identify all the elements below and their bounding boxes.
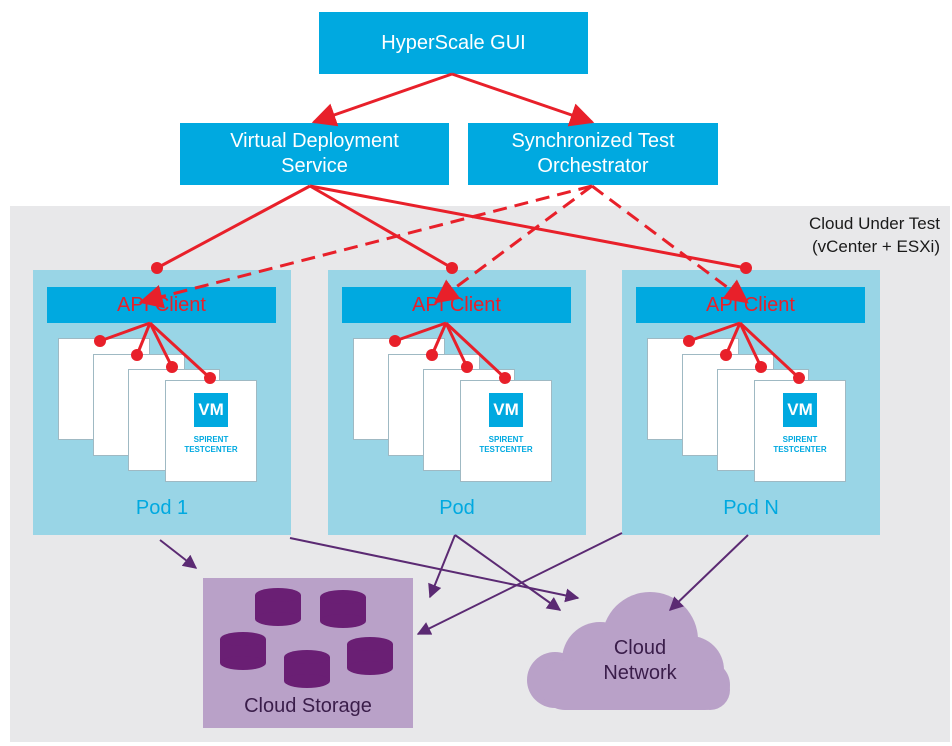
connection-dot [740, 262, 752, 274]
vm-caption-line2: TESTCENTER [773, 445, 827, 454]
vm-caption: SPIRENT TESTCENTER [166, 435, 256, 455]
api-to-vm-lines [99, 321, 801, 380]
vm-icon: VM [194, 393, 228, 427]
pod-1-label: Pod 1 [135, 497, 189, 519]
vm-icon: VM [783, 393, 817, 427]
vds-connection-dots [151, 262, 752, 274]
disk-icon [320, 590, 366, 628]
pod-n-api-client: API Client [636, 287, 865, 323]
synchronized-test-orchestrator-label: Synchronized Test Orchestrator [511, 130, 675, 177]
gui-to-sto-arrow [451, 72, 595, 127]
synchronized-test-orchestrator-box: Synchronized Test Orchestrator [468, 123, 718, 185]
vm-icon: VM [489, 393, 523, 427]
pod-n-vm-card-4: VM SPIRENT TESTCENTER [754, 380, 846, 482]
sto-to-pod1-arrow [138, 184, 593, 309]
disk-icon [255, 588, 301, 626]
disk-icon [220, 632, 266, 670]
vm-connection-dots [94, 335, 805, 384]
cloud-under-test-line2: (vCenter + ESXi) [811, 237, 940, 256]
cloud-under-test-label: Cloud Under Test (vCenter + ESXi) [700, 212, 940, 258]
vm-caption: SPIRENT TESTCENTER [755, 435, 845, 455]
pod-2-vm-card-4: VM SPIRENT TESTCENTER [460, 380, 552, 482]
virtual-deployment-service-label: Virtual Deployment Service [230, 130, 399, 177]
pod2-to-network-arrow [454, 534, 562, 611]
pod-1-vm-card-4: VM SPIRENT TESTCENTER [165, 380, 257, 482]
cloud-network-line2: Network [603, 662, 677, 684]
storage-network-arrows [159, 532, 749, 635]
vds-to-podn [309, 184, 747, 270]
vds-connections [156, 184, 747, 270]
vm-caption-line1: SPIRENT [488, 435, 524, 444]
podn-to-network-arrow [668, 534, 749, 611]
storage-disk-icons [220, 588, 393, 688]
vds-to-pod1 [156, 184, 311, 270]
pod-n-label: Pod N [723, 497, 779, 519]
cloud-network-line1: Cloud [613, 637, 667, 659]
hyperscale-gui-label: HyperScale GUI [381, 31, 526, 54]
cloud-network-label: Cloud Network [560, 636, 720, 686]
vm-caption-line2: TESTCENTER [184, 445, 238, 454]
disk-icon [284, 650, 330, 688]
gui-to-vds-arrow [311, 72, 453, 127]
pod-n: API Client VM SPIRENT TESTCENTER Pod N [622, 270, 880, 535]
pod-2-label: Pod [439, 497, 475, 519]
gui-connections [311, 72, 595, 127]
connection-dot [151, 262, 163, 274]
virtual-deployment-service-box: Virtual Deployment Service [180, 123, 449, 185]
vm-caption: SPIRENT TESTCENTER [461, 435, 551, 455]
disk-icon [347, 637, 393, 675]
vds-to-pod2 [309, 184, 453, 270]
hyperscale-gui-box: HyperScale GUI [319, 12, 588, 74]
cloud-under-test-line1: Cloud Under Test [808, 214, 940, 233]
sto-to-pod2-arrow [434, 184, 593, 304]
pod1-to-storage-arrow [159, 539, 198, 569]
pod-2: API Client VM SPIRENT TESTCENTER Pod [328, 270, 586, 535]
cloud-network-icon [527, 592, 730, 710]
vm-caption-line1: SPIRENT [782, 435, 818, 444]
vm-caption-line1: SPIRENT [193, 435, 229, 444]
connection-dot [446, 262, 458, 274]
cloud-storage-label: Cloud Storage [244, 695, 372, 717]
sto-to-podn-arrow [591, 184, 749, 304]
pod2-to-storage-arrow [428, 534, 456, 599]
sto-connections [138, 184, 749, 309]
podn-to-storage-arrow [416, 532, 623, 635]
vm-caption-line2: TESTCENTER [479, 445, 533, 454]
